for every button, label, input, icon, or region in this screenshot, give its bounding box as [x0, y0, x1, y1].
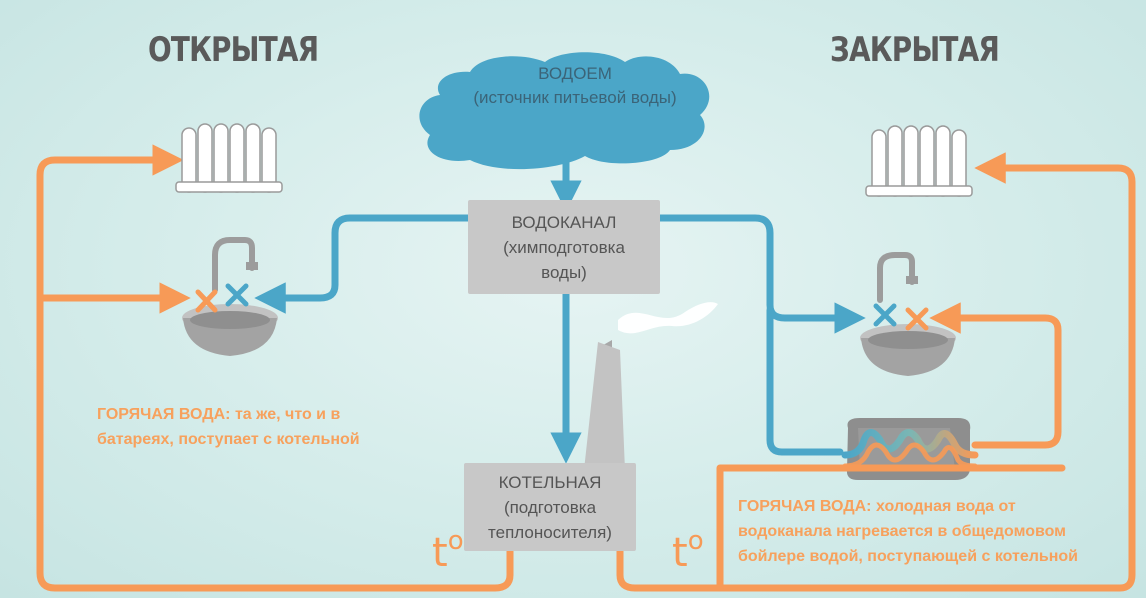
closed-note-text-2: водоканала нагревается в общедомовом — [738, 523, 1066, 540]
open-note-text-1: та же, что и в — [230, 406, 341, 423]
reservoir-label: ВОДОЕМ (источник питьевой воды) — [425, 62, 725, 110]
waterworks-box: ВОДОКАНАЛ (химподготовка воды) — [468, 200, 660, 294]
open-system-heading: ОТКРЫТАЯ — [148, 30, 319, 70]
reservoir-title: ВОДОЕМ — [538, 64, 612, 83]
open-system-note: ГОРЯЧАЯ ВОДА: та же, что и в батареях, п… — [97, 402, 427, 452]
boiler-house-box: КОТЕЛЬНАЯ (подготовка теплоносителя) — [464, 463, 636, 551]
closed-note-text-3: бойлере водой, поступающей с котельной — [738, 548, 1078, 565]
cold-water-lines — [254, 151, 866, 464]
open-note-text-2: батареях, поступает с котельной — [97, 431, 360, 448]
hot-water-lines — [36, 144, 1136, 592]
closed-system-note: ГОРЯЧАЯ ВОДА: холодная вода от водоканал… — [738, 494, 1143, 569]
closed-note-text-1: холодная вода от — [871, 498, 1016, 515]
radiator-right-icon — [865, 125, 973, 197]
open-note-label: ГОРЯЧАЯ ВОДА: — [97, 406, 231, 423]
boiler-house-line2: (подготовка — [503, 497, 597, 517]
temperature-left: to — [432, 526, 464, 576]
reservoir-subtitle: (источник питьевой воды) — [473, 88, 677, 107]
waterworks-line2: (химподготовка — [503, 237, 625, 257]
boiler-house-line3: теплоносителя) — [488, 522, 612, 542]
temperature-right: to — [672, 526, 704, 576]
waterworks-line3: воды) — [541, 262, 587, 282]
waterworks-title: ВОДОКАНАЛ — [511, 212, 617, 232]
closed-note-label: ГОРЯЧАЯ ВОДА: — [738, 498, 872, 515]
steam-icon — [618, 302, 718, 334]
sink-left-icon — [182, 237, 278, 356]
reservoir-cloud-icon — [419, 52, 710, 170]
chimney — [584, 340, 625, 470]
closed-system-heading: ЗАКРЫТАЯ — [830, 30, 1000, 70]
boiler-house-title: КОТЕЛЬНАЯ — [498, 472, 602, 492]
sink-right-icon — [860, 252, 956, 376]
radiator-left-icon — [175, 123, 283, 193]
